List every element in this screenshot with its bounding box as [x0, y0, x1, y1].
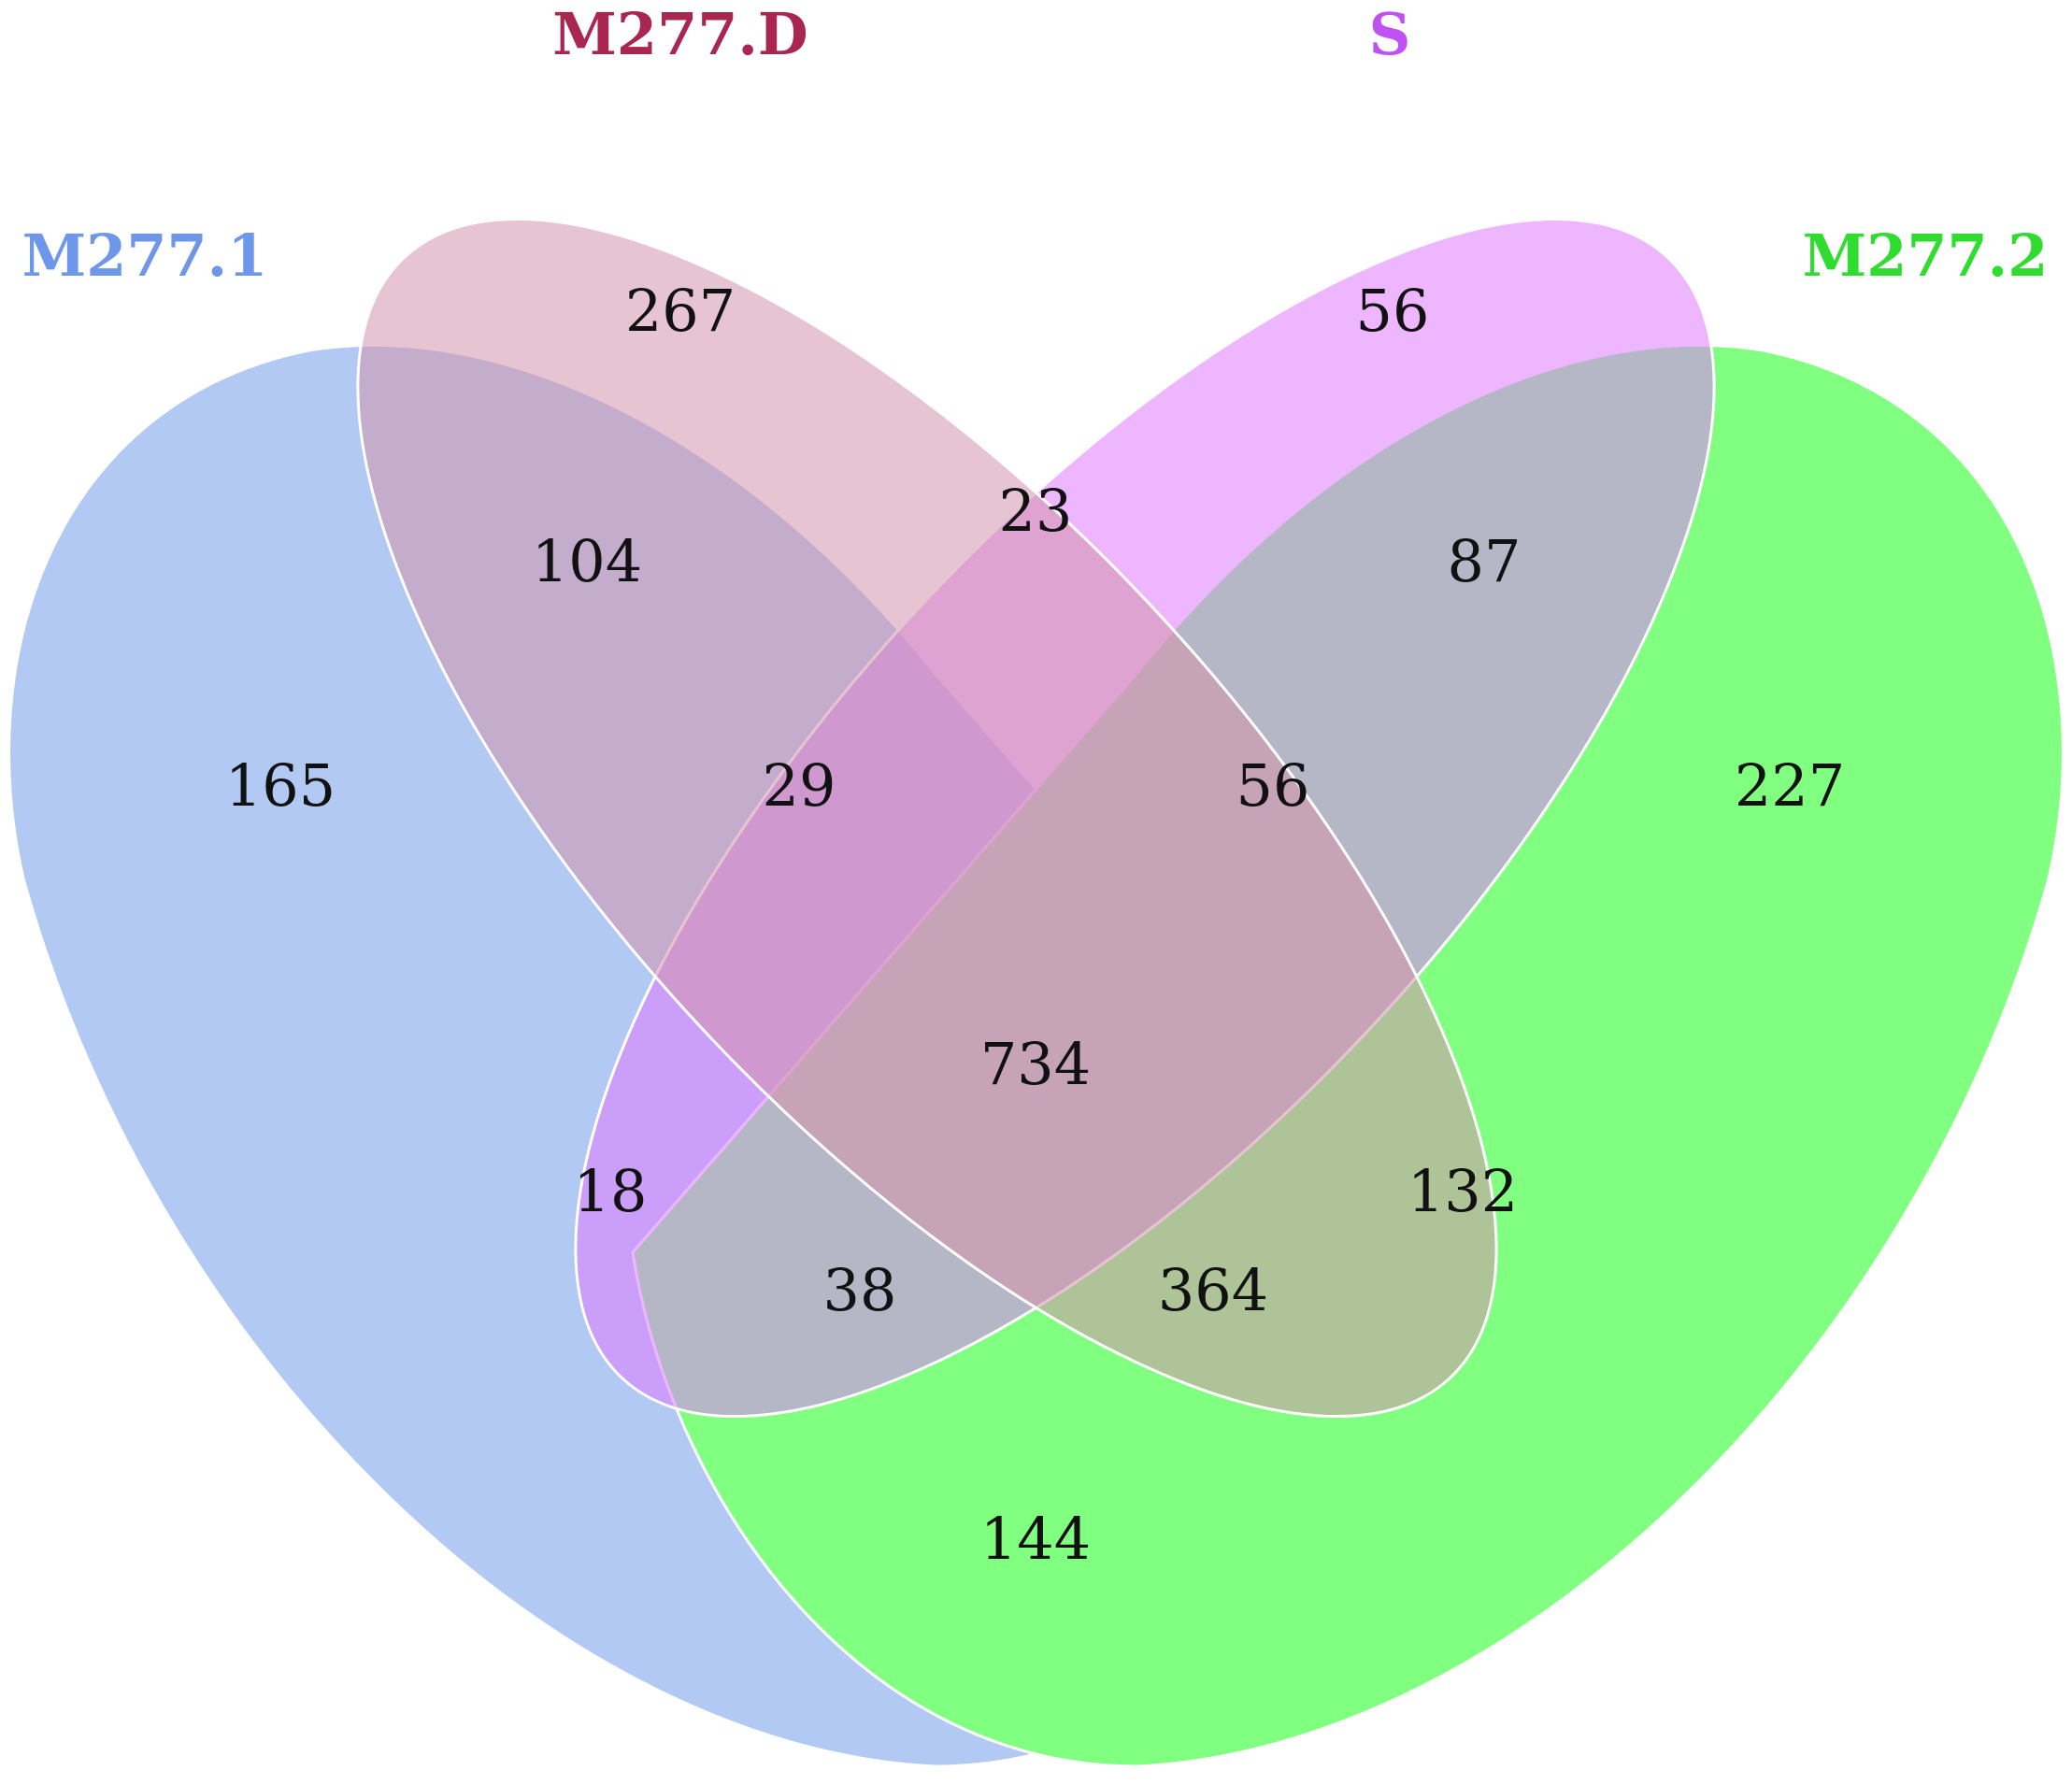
set-labels: M277.1 M277.D S M277.2: [22, 0, 2049, 290]
region-count-ab: 104: [532, 527, 642, 595]
set-label-m277-2: M277.2: [1803, 221, 2049, 290]
region-count-bcd: 56: [1236, 751, 1310, 820]
region-count-cd: 87: [1448, 527, 1522, 595]
region-count-abc: 29: [763, 751, 836, 820]
set-shape-m277-d: [356, 217, 1498, 1419]
region-count-ad: 144: [980, 1505, 1091, 1573]
region-counts: 165 267 56 227 104 23 87 29 56 18 734 13…: [225, 277, 1845, 1573]
region-count-d-only: 227: [1735, 751, 1845, 820]
region-count-bd: 132: [1408, 1157, 1518, 1225]
region-count-a-only: 165: [225, 751, 336, 820]
region-count-c-only: 56: [1356, 277, 1430, 345]
region-count-b-only: 267: [625, 277, 736, 345]
set-label-m277-1: M277.1: [22, 221, 268, 290]
region-count-ac: 18: [574, 1157, 648, 1225]
region-count-bc: 23: [999, 477, 1073, 545]
region-count-acd: 38: [823, 1256, 897, 1324]
region-count-abcd: 734: [980, 1030, 1091, 1098]
region-count-abd: 364: [1158, 1256, 1268, 1324]
set-label-s: S: [1369, 0, 1411, 68]
set-label-m277-d: M277.D: [552, 0, 807, 68]
set-shapes: [7, 217, 2065, 1768]
